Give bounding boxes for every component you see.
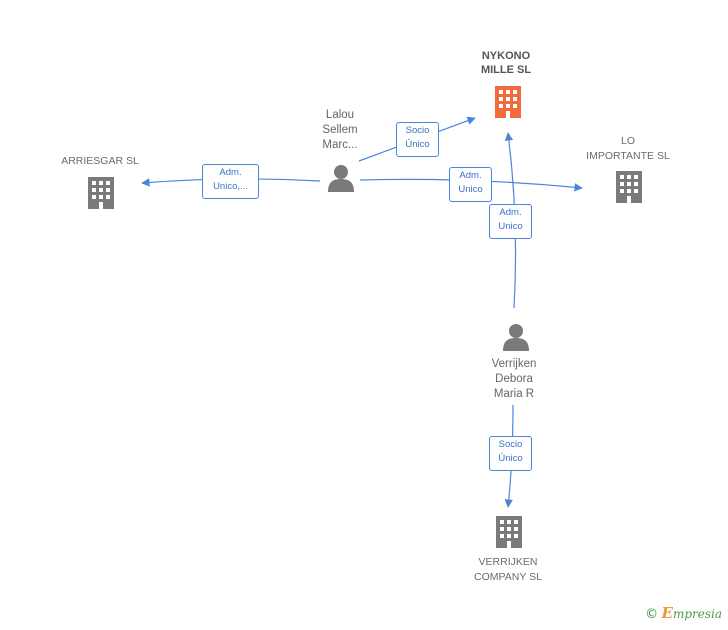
lalou-label-line-2: Sellem <box>322 124 358 136</box>
edge-label-line-1: Socio <box>405 125 430 136</box>
debora-label-line-2: Debora <box>495 373 533 385</box>
building-icon-verrijken-company[interactable] <box>496 516 522 548</box>
empresia-logo[interactable]: © Empresia <box>645 604 722 622</box>
edge-label-line-2: Unico <box>498 221 523 232</box>
edge-label-lalou-arriesgar[interactable]: Adm. Unico,... <box>202 164 259 199</box>
node-label-verrijken-company[interactable]: VERRIJKEN COMPANY SL <box>452 555 564 585</box>
lo-importante-label-line-1: LO <box>620 135 635 147</box>
edge-label-line-1: Adm. <box>499 207 522 218</box>
edge-label-lalou-nykono[interactable]: Socio Único <box>396 122 439 157</box>
nykono-label-line-2: MILLE SL <box>480 64 532 76</box>
brand-initial: E <box>661 604 673 622</box>
node-label-lalou[interactable]: Lalou Sellem Marc... <box>305 108 375 153</box>
edge-label-line-1: Adm. <box>459 170 482 181</box>
edge-label-debora-company[interactable]: Socio Único <box>489 436 532 471</box>
node-label-nykono[interactable]: NYKONO MILLE SL <box>460 49 552 77</box>
verrijken-company-label-line-1: VERRIJKEN <box>478 556 538 568</box>
node-label-lo-importante[interactable]: LO IMPORTANTE SL <box>573 134 683 164</box>
edge-label-line-2: Unico <box>458 184 483 195</box>
arriesgar-label: ARRIESGAR SL <box>61 155 139 167</box>
edge-label-debora-nykono[interactable]: Adm. Unico <box>489 204 532 239</box>
debora-label-line-1: Verrijken <box>491 358 537 370</box>
edge-label-line-1: Adm. <box>219 167 242 178</box>
edge-label-line-1: Socio <box>498 439 523 450</box>
debora-label-line-3: Maria R <box>493 388 535 400</box>
lalou-label-line-3: Marc... <box>322 139 358 151</box>
node-label-verrijken-debora[interactable]: Verrijken Debora Maria R <box>474 357 554 402</box>
building-icon-arriesgar[interactable] <box>88 177 114 209</box>
person-icon-lalou[interactable] <box>328 165 354 192</box>
copyright-symbol: © <box>645 607 659 622</box>
nykono-label-line-1: NYKONO <box>481 50 531 62</box>
edge-label-line-2: Unico,... <box>213 181 248 192</box>
brand-name: Empresia <box>661 604 723 622</box>
brand-rest: mpresia <box>672 607 722 621</box>
person-icon-verrijken-debora[interactable] <box>503 324 529 351</box>
node-label-arriesgar[interactable]: ARRIESGAR SL <box>45 154 155 169</box>
edge-label-line-2: Único <box>498 453 523 464</box>
building-icon-nykono[interactable] <box>495 86 521 118</box>
edge-label-line-2: Único <box>405 139 430 150</box>
verrijken-company-label-line-2: COMPANY SL <box>474 571 542 583</box>
lo-importante-label-line-2: IMPORTANTE SL <box>586 150 670 162</box>
edge-label-lalou-lo-importante[interactable]: Adm. Unico <box>449 167 492 202</box>
building-icon-lo-importante[interactable] <box>616 171 642 203</box>
lalou-label-line-1: Lalou <box>325 109 355 121</box>
